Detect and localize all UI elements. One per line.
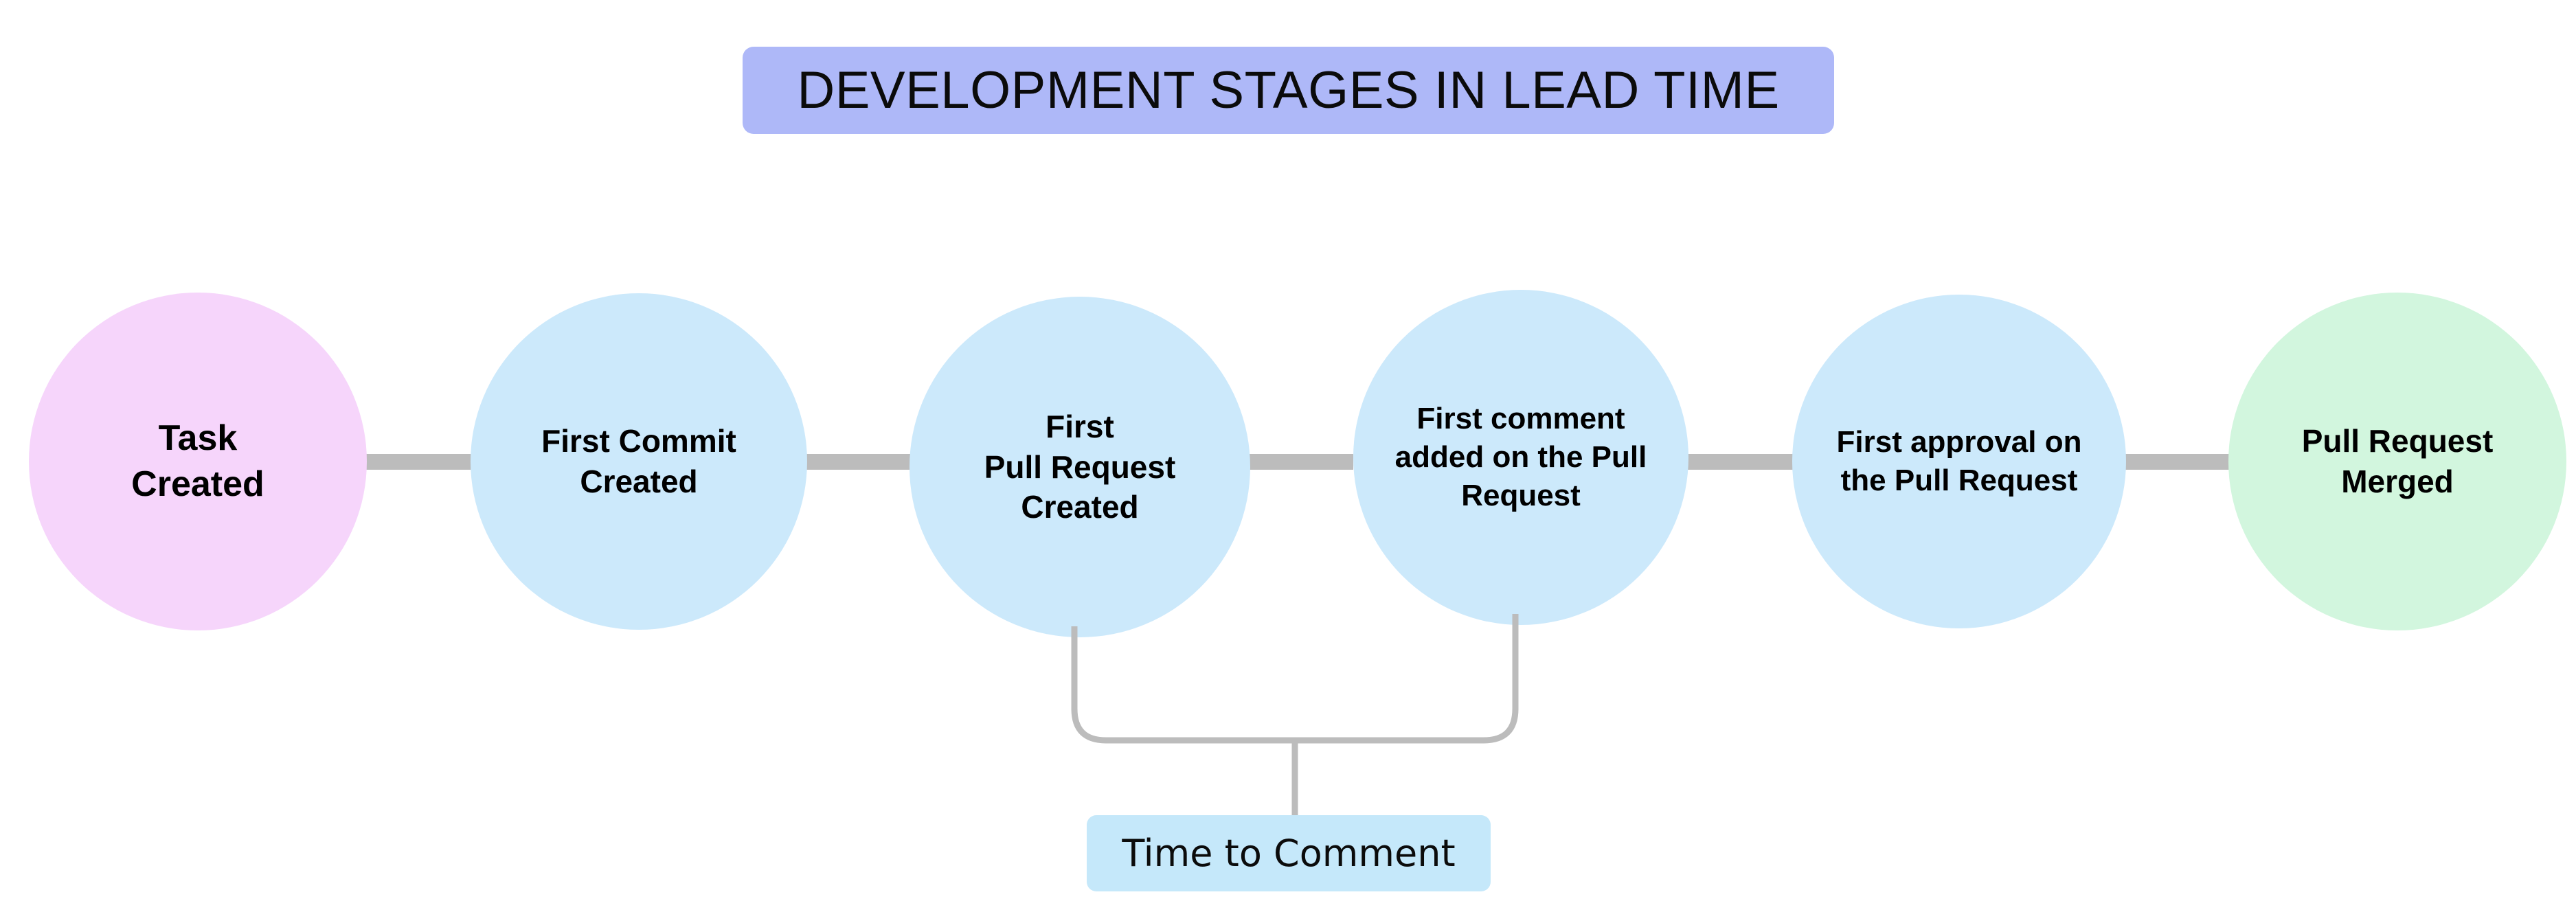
- time-to-comment-callout[interactable]: Time to Comment: [1087, 815, 1491, 891]
- connector-rail-commit-to-pr: [805, 454, 912, 470]
- stage-node-first-commit-created[interactable]: First Commit Created: [471, 293, 807, 630]
- stage-node-label: First approval on the Pull Request: [1836, 424, 2082, 497]
- connector-rail-task-to-commit: [365, 454, 472, 470]
- bracket-path: [1071, 614, 1519, 744]
- stage-node-task-created[interactable]: Task Created: [29, 293, 367, 630]
- stage-node-label: Pull Request Merged: [2301, 423, 2494, 499]
- stage-node-label: First comment added on the Pull Request: [1394, 401, 1647, 513]
- stage-node-label: First Commit Created: [541, 423, 736, 499]
- stage-node-first-comment-on-pull-request[interactable]: First comment added on the Pull Request: [1353, 290, 1688, 625]
- stage-node-pull-request-merged[interactable]: Pull Request Merged: [2228, 293, 2566, 630]
- page-title: DEVELOPMENT STAGES IN LEAD TIME: [797, 60, 1780, 119]
- connector-rail-pr-to-comment: [1247, 454, 1353, 470]
- connector-rail-approval-to-merged: [2125, 454, 2231, 470]
- stage-node-first-approval-on-pull-request[interactable]: First approval on the Pull Request: [1792, 295, 2126, 628]
- connector-rail-comment-to-approval: [1686, 454, 1793, 470]
- stage-node-label: Task Created: [131, 418, 264, 504]
- time-to-comment-label: Time to Comment: [1122, 831, 1456, 875]
- stage-node-label: First Pull Request Created: [984, 408, 1176, 525]
- stage-node-first-pull-request-created[interactable]: First Pull Request Created: [909, 297, 1250, 637]
- diagram-title-banner: DEVELOPMENT STAGES IN LEAD TIME: [743, 47, 1834, 134]
